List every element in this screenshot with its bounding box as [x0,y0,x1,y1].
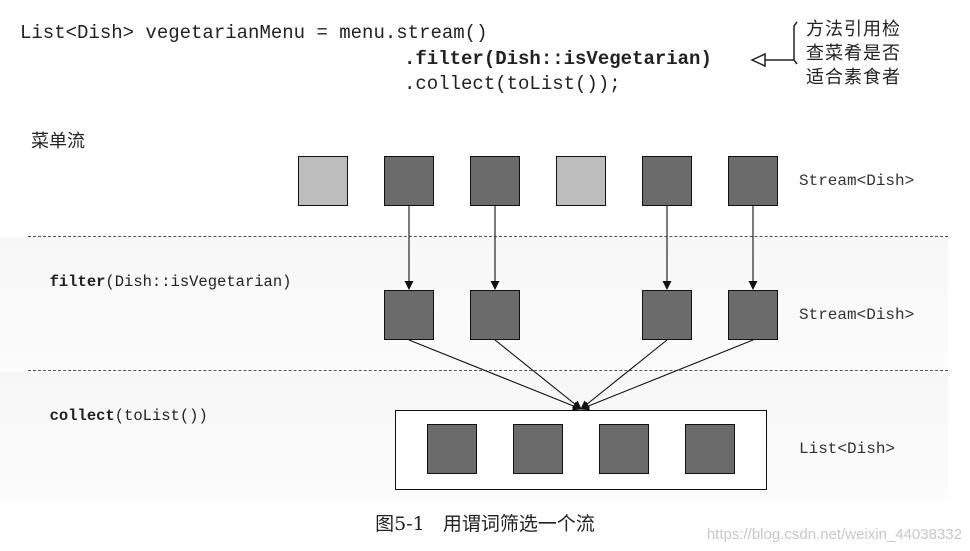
annotation-line-3: 适合素食者 [806,67,901,88]
filter-args: (Dish::isVegetarian) [105,273,292,291]
divider-1 [28,236,948,237]
filtered-dish-square [384,290,434,340]
filter-stage-title: filter(Dish::isVegetarian) [31,255,292,291]
filter-keyword: filter [49,273,106,291]
filtered-dish-square [470,290,520,340]
filtered-dish-square [728,290,778,340]
watermark: https://blog.csdn.net/weixin_44038332 [706,526,962,543]
dish-square [728,156,778,206]
collect-keyword: collect [49,407,115,425]
dish-square [384,156,434,206]
divider-2 [28,370,948,371]
code-line-2: .filter(Dish::isVegetarian) [404,48,712,70]
collect-stage-title: collect(toList()) [31,389,208,425]
annotation-pointer [750,21,798,68]
dish-square [298,156,348,206]
annotation-arrowhead-icon [750,52,766,68]
collect-arrow [408,339,582,411]
annotation-line-1: 方法引用检 [806,19,901,40]
code-line-3: .collect(toList()); [404,73,621,95]
annotation-note: 方法引用检 查菜肴是否 适合素食者 [806,18,901,90]
dish-square [642,156,692,206]
collected-dish-square [427,424,477,474]
figure-number: 图5-1 [375,513,425,535]
collect-args: (toList()) [114,407,208,425]
collected-dish-square [599,424,649,474]
collect-arrow [580,339,754,411]
result-list-type-label: List<Dish> [799,440,896,458]
dish-square [556,156,606,206]
code-line-1: List<Dish> vegetarianMenu = menu.stream(… [20,22,488,44]
annotation-line-2: 查菜肴是否 [806,43,901,64]
collected-dish-square [685,424,735,474]
code-filter-call: .filter(Dish::isVegetarian) [404,48,712,70]
figure-title: 用谓词筛选一个流 [442,513,595,535]
filtered-dish-square [642,290,692,340]
source-stream-type-label: Stream<Dish> [799,172,915,190]
figure-caption: 图5-1 用谓词筛选一个流 [0,509,970,536]
filtered-stream-type-label: Stream<Dish> [799,306,915,324]
collected-dish-square [513,424,563,474]
source-stage-title: 菜单流 [31,131,85,152]
collect-arrow [580,339,668,410]
collect-arrow [494,339,582,410]
dish-square [470,156,520,206]
annotation-bracket [793,21,798,65]
